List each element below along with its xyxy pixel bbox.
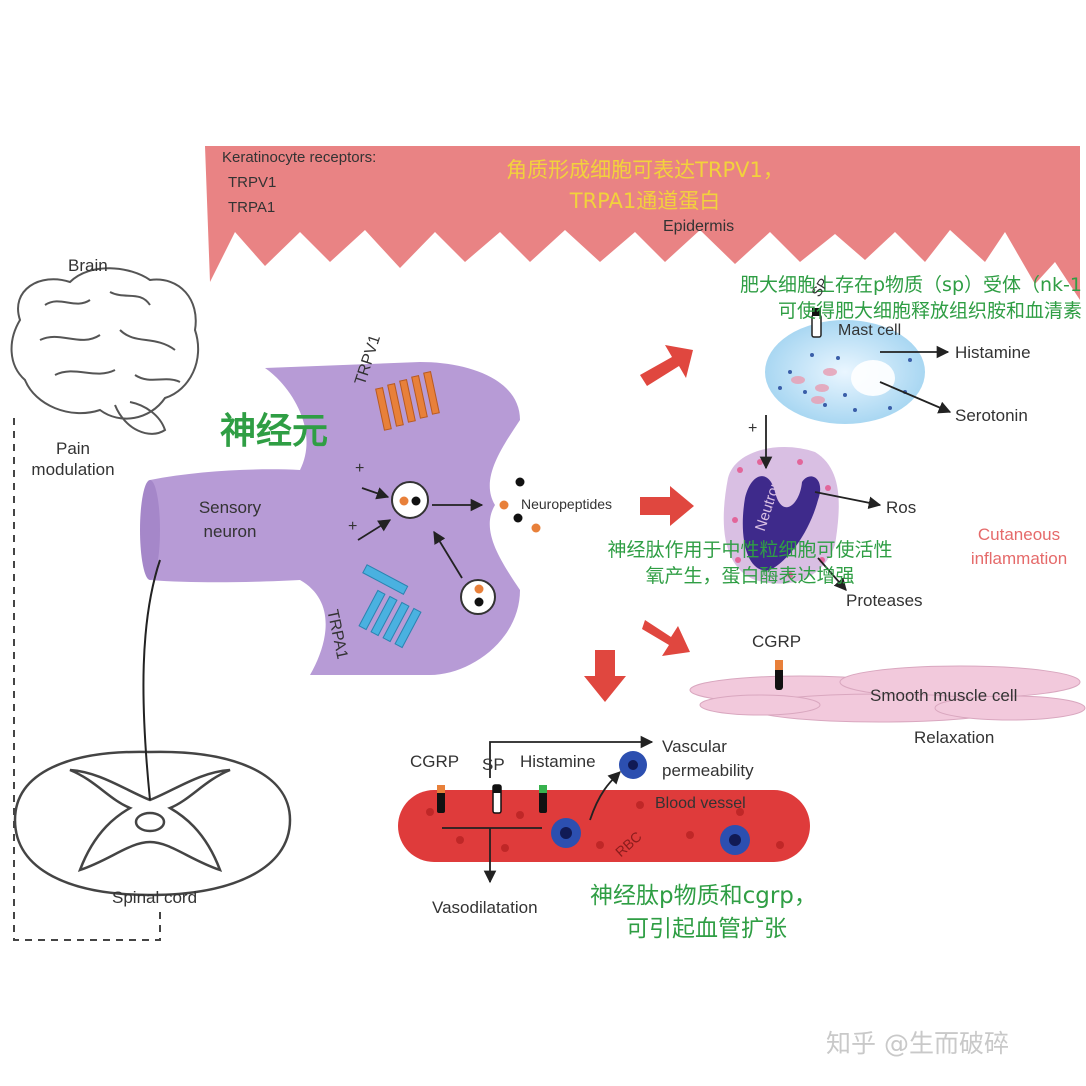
vascular-permeability-line1: Vascular [662,737,727,756]
smooth-muscle-cgrp-label: CGRP [752,632,802,651]
cutaneous-inflammation-line1: Cutaneous [977,525,1061,544]
pain-modulation-path [13,418,161,941]
blood-vessel [398,790,810,862]
vessel-cgrp-label: CGRP [410,752,460,771]
vessel-note: 神经肽p物质和cgrp， 可引起血管扩张 [590,880,817,946]
cutaneous-inflammation-label: Cutaneous inflammation [955,523,1083,571]
vessel-sp-label: SP [482,755,505,774]
red-arrow-to-mast-cell [640,345,693,386]
mast-cell-arrows [879,345,952,414]
cutaneous-inflammation-line2: inflammation [970,549,1068,568]
vascular-permeability-label: Vascular permeability [662,735,754,783]
vasodilatation-label: Vasodilatation [432,898,538,917]
mast-cell-label: Mast cell [838,322,902,339]
sensory-neuron [140,362,520,675]
mast-cell [765,308,925,424]
mast-cell-note-line2: 可使得肥大细胞释放组织胺和血清素 [777,300,1082,322]
neutrophil-note-line2: 氧产生，蛋白酶表达增强 [645,565,855,587]
vesicle-1 [391,481,429,519]
spinal-cord-icon [13,750,292,897]
vascular-permeability-line2: permeability [662,761,754,780]
histamine-label: Histamine [955,343,1031,362]
neutrophil-note-line1: 神经肽作用于中性粒细胞可使活性 [607,539,893,561]
epidermis-label: Epidermis [663,218,735,235]
epidermis-layer [205,146,1080,300]
sensory-neuron-label: Sensory neuron [180,496,280,544]
vessel-arrows [442,735,654,884]
neuropeptide-dots [499,477,541,533]
neutrophil-plus: + [748,420,758,437]
serotonin-label: Serotonin [955,406,1028,425]
sensory-neuron-line1: Sensory [198,498,262,517]
epidermis-note: 角质形成细胞可表达TRPV1， TRPA1通道蛋白 [460,155,830,217]
pain-modulation-label: Pain modulation [18,438,128,480]
cgrp-receptor-muscle [775,660,783,690]
smooth-muscle-label: Smooth muscle cell [870,686,1018,705]
vessel-histamine-label: Histamine [520,752,596,771]
pain-modulation-line2: modulation [31,460,115,479]
neutrophil-note: 神经肽作用于中性粒细胞可使活性 氧产生，蛋白酶表达增强 [560,537,940,589]
neutrophil [723,447,839,584]
mast-cell-note-line1: 肥大细胞上存在p物质（sp）受体（nk-1 [739,274,1082,296]
epidermis-note-line1: 角质形成细胞可表达TRPV1， [506,158,784,182]
plus-sign-2: + [348,518,358,535]
neutrophil-arrows [759,415,882,591]
red-arrow-to-vessel [584,650,626,702]
signal-arrows [357,487,484,579]
vessel-note-line1: 神经肽p物质和cgrp， [590,883,817,909]
neuropeptides-label: Neuropeptides [521,496,613,512]
neuron-title-cn: 神经元 [220,411,329,452]
spinal-cord-label: Spinal cord [112,888,198,907]
plus-sign-1: + [355,460,365,477]
red-arrow-to-smooth-muscle [642,620,690,656]
smooth-muscle-cells [689,665,1086,723]
trpv1-channel [375,371,440,431]
brain-icon [10,267,200,435]
axon-line [142,559,161,801]
blood-vessel-label: Blood vessel [655,795,746,812]
ros-label: Ros [886,498,917,517]
red-arrow-to-neutrophil [640,486,694,526]
watermark: 知乎 @生而破碎 [826,1029,1009,1058]
receptor-trpv1-label: TRPV1 [228,174,277,191]
relaxation-label: Relaxation [914,728,995,747]
trpa1-channel [358,564,422,649]
sensory-neuron-line2: neuron [203,522,257,541]
vessel-note-line2: 可引起血管扩张 [626,916,787,942]
pain-modulation-line1: Pain [55,439,91,458]
epidermis-note-line2: TRPA1通道蛋白 [569,189,721,213]
red-arrows [584,345,694,702]
receptor-trpa1-label: TRPA1 [228,199,276,216]
receptors-title: Keratinocyte receptors: [222,149,377,166]
brain-label: Brain [68,256,108,275]
vesicle-2 [460,579,496,615]
vessel-receptors [437,784,547,814]
proteases-label: Proteases [846,591,923,610]
mast-cell-note: 肥大细胞上存在p物质（sp）受体（nk-1 可使得肥大细胞释放组织胺和血清素 [620,272,1082,324]
